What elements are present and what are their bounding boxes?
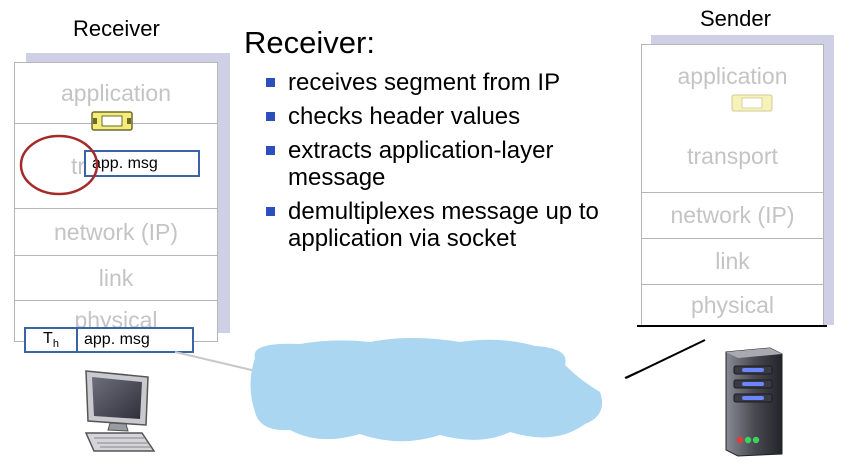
sender-layer-transport: transport [687,143,778,169]
receiver-label: Receiver [73,16,160,41]
bullet-item: demultiplexes message up to application … [266,198,626,252]
transport-app-message: app. msg [84,150,200,177]
sender-layer-physical: physical [642,284,823,326]
sender-layer-network: network (IP) [642,192,823,238]
segment-payload: app. msg [76,327,194,353]
server-tower-icon [725,347,783,457]
receiver-layer-network: network (IP) [15,208,217,255]
segment-payload-label: app. msg [84,331,150,348]
sender-label: Sender [700,6,771,31]
description-heading: Receiver: [244,25,375,60]
bullet-item: checks header values [266,103,626,130]
desktop-computer-icon [84,370,156,452]
app-message-icon [91,111,133,131]
bullet-item: extracts application-layer message [266,137,626,191]
network-cloud-icon [174,338,639,442]
app-message-icon [731,94,773,112]
segment: Th app. msg [24,327,194,353]
description-bullets: receives segment from IP checks header v… [266,69,626,259]
sender-baseline [637,325,827,327]
sender-link-line [625,339,706,379]
segment-header-label: Th [43,329,59,351]
receiver-layer-link: link [15,255,217,300]
sender-layer-application: application [677,63,788,89]
sender-protocol-stack: application transport network (IP) link … [637,35,837,334]
receiver-layer-application: application [61,79,171,106]
receiver-protocol-stack: application tr network (IP) link physica… [14,53,234,352]
sender-layer-link: link [642,238,823,284]
transport-app-message-label: app. msg [92,154,158,172]
bullet-item: receives segment from IP [266,69,626,96]
transport-highlight-circle [19,134,99,196]
segment-header: Th [24,327,78,353]
